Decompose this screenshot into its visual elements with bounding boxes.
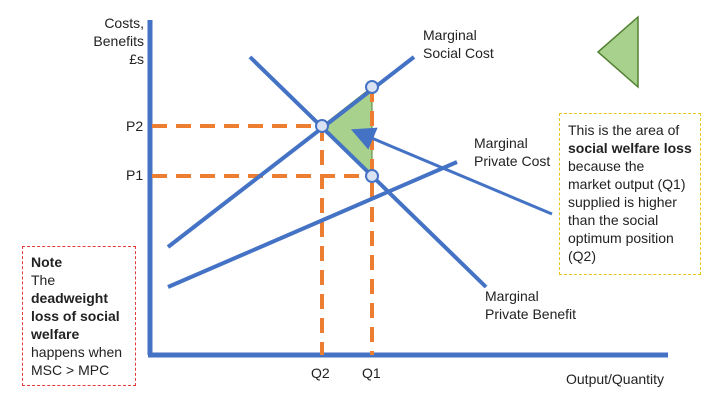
mpc-label: Marginal Private Cost	[474, 134, 550, 170]
mpc-label-line: Private Cost	[474, 153, 551, 169]
info-line: optimum position	[568, 230, 674, 246]
note-bold-line: deadweight	[31, 290, 109, 306]
q2-label: Q2	[311, 365, 330, 381]
mpc-label-line: Marginal	[474, 135, 528, 151]
info-line: because the	[568, 158, 645, 174]
triangle-legend-icon	[596, 15, 639, 89]
note-line: MSC > MPC	[31, 362, 110, 378]
equilibrium-point-q2	[315, 119, 329, 133]
p1-label: P1	[126, 167, 144, 183]
note-title: Note	[31, 254, 63, 270]
y-axis-label-line: £s	[129, 51, 144, 67]
info-line: than the social	[568, 212, 659, 228]
mpb-label: Marginal Private Benefit	[485, 287, 576, 323]
info-line: market output (Q1)	[568, 176, 686, 192]
note-line: happens when	[31, 344, 123, 360]
y-axis-label: Costs, Benefits £s	[78, 14, 144, 68]
note-box: Note The deadweight loss of social welfa…	[22, 246, 136, 386]
note-line: The	[31, 272, 56, 288]
y-axis-label-line: Benefits	[93, 33, 144, 49]
mpb-label-line: Private Benefit	[485, 306, 577, 322]
equilibrium-point-q1	[365, 169, 379, 183]
y-axis-label-line: Costs,	[104, 15, 144, 31]
msc-label-line: Social Cost	[423, 45, 494, 61]
info-box: This is the area of social welfare loss …	[559, 113, 701, 275]
info-line: (Q2)	[568, 248, 596, 264]
msc-label-line: Marginal	[423, 27, 477, 43]
info-line: supplied is higher	[568, 194, 677, 210]
info-bold-line: social welfare loss	[568, 140, 692, 156]
info-line: This is the area of	[568, 122, 680, 138]
mpc-curve	[167, 160, 458, 289]
mpb-label-line: Marginal	[485, 288, 539, 304]
msc-point-at-q1	[365, 80, 379, 94]
p2-label: P2	[126, 118, 144, 134]
q1-label: Q1	[362, 365, 381, 381]
welfare-loss-triangle	[321, 85, 373, 178]
note-bold-line: loss of social	[31, 308, 120, 324]
msc-label: Marginal Social Cost	[423, 26, 494, 62]
pointer-arrow	[350, 127, 553, 216]
note-bold-line: welfare	[31, 326, 80, 342]
x-axis-label: Output/Quantity	[566, 371, 665, 387]
